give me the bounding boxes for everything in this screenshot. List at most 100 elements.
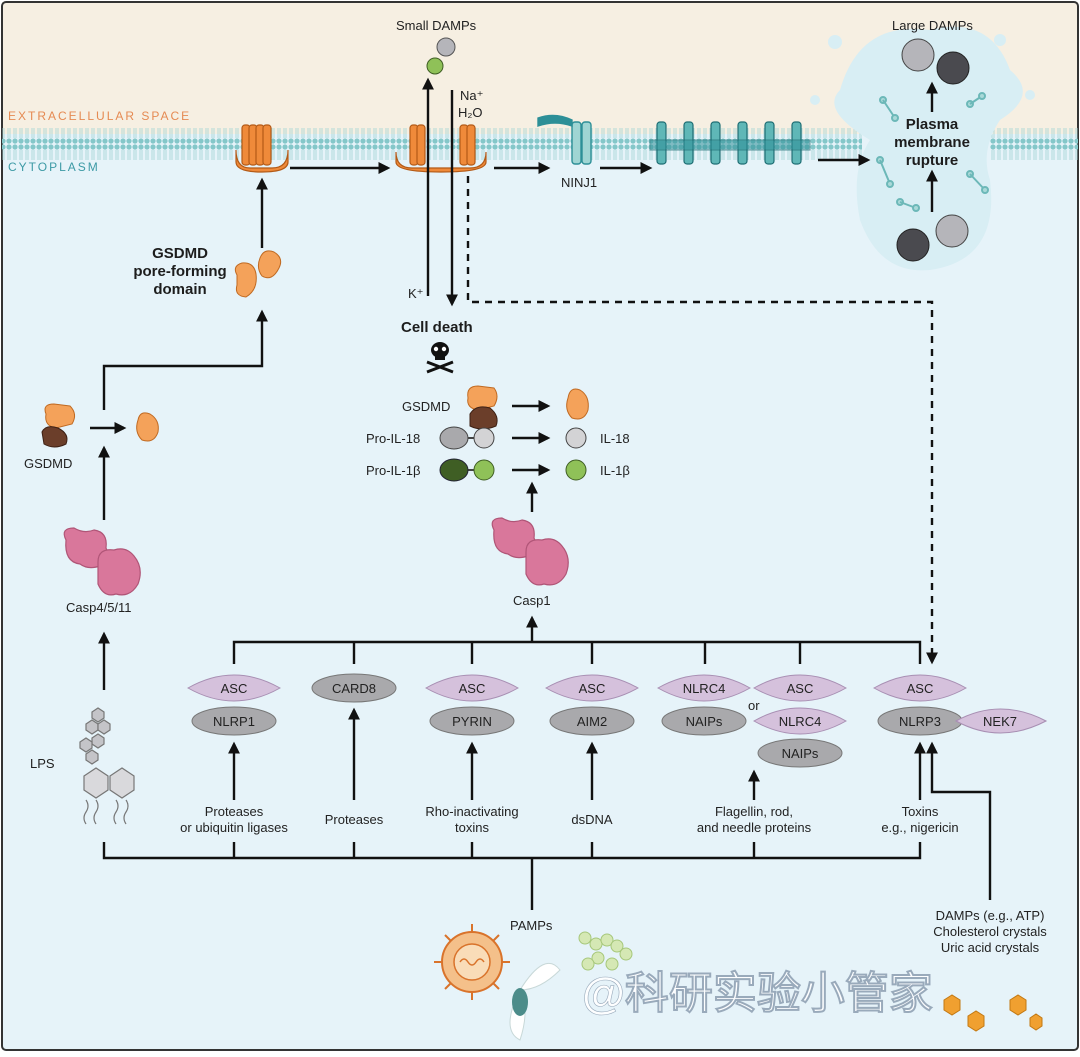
trigger-1-line-2: or ubiquitin ligases [180, 820, 288, 835]
nlrc4a-naips-label: NAIPs [686, 714, 723, 729]
gsdmd-nterm-pair [234, 250, 282, 298]
trigger-6-line-2: e.g., nigericin [881, 820, 958, 835]
rupture-line-2: membrane [894, 134, 970, 151]
small-damp-green [426, 57, 444, 75]
damps-line-1: DAMPs (e.g., ATP) [936, 908, 1045, 923]
pro-il18-mature [473, 427, 495, 449]
cytoplasm-label: CYTOPLASM [8, 160, 100, 174]
nlrc4b-naips [757, 738, 843, 768]
card8-sensor [311, 673, 397, 703]
gsdmd-full-left [41, 403, 76, 448]
trigger-5-line-2: and needle proteins [697, 820, 812, 835]
trigger-3-line-1: Rho-inactivating [425, 804, 518, 819]
rupture-line-3: rupture [906, 152, 959, 169]
gsdmd-full-center [467, 385, 498, 430]
ninj1-oligomer [649, 121, 811, 165]
pyrin-sensor [429, 706, 515, 736]
aim2-asc [544, 674, 640, 702]
gsdmd-left-label: GSDMD [24, 456, 72, 471]
nlrc4b-sensor [752, 707, 848, 735]
ninj1-monomer [537, 114, 592, 165]
virus-icon [434, 924, 510, 1000]
crystals-icon [943, 994, 1043, 1032]
gsdmd-nterm-left [136, 412, 159, 442]
trigger-2-line-1: Proteases [325, 812, 384, 827]
ninj1-fragments [876, 92, 989, 212]
nlrp1-asc [186, 674, 282, 702]
pro-il18-prodomain [439, 426, 469, 450]
gsdmd-domain-line-2: pore-forming [133, 263, 226, 280]
ninj1-label: NINJ1 [561, 175, 597, 190]
extracellular-label: EXTRACELLULAR SPACE [8, 109, 191, 123]
pro-il1b-prodomain [439, 458, 469, 482]
aim2-asc-label: ASC [579, 681, 606, 696]
casp1-protein [491, 517, 569, 586]
nlrp3-asc-label: ASC [907, 681, 934, 696]
small-damps-label: Small DAMPs [396, 18, 477, 33]
rupture-splash [810, 26, 1035, 271]
nlrp3-asc [872, 674, 968, 702]
pyrin-label: PYRIN [452, 714, 492, 729]
casp4-5-11-label: Casp4/5/11 [66, 600, 132, 615]
casp4-5-11-protein [63, 527, 141, 596]
trigger-1-line-1: Proteases [205, 804, 264, 819]
nlrp1-sensor [191, 706, 277, 736]
gsdmd-pore-center [395, 124, 487, 173]
nlrc4b-label: NLRC4 [779, 714, 822, 729]
cell-death-label: Cell death [401, 319, 473, 336]
nlrc4a-sensor [656, 674, 752, 702]
pamps-label: PAMPs [510, 918, 553, 933]
row-pro-il1b-label: Pro-IL-1β [366, 463, 420, 478]
bacteria-chain-icon [578, 931, 633, 971]
nlrc4b-asc-label: ASC [787, 681, 814, 696]
aim2-sensor [549, 706, 635, 736]
large-damps-label: Large DAMPs [892, 18, 973, 33]
watermark: @科研实验小管家 [582, 969, 933, 1018]
large-damp-dark-2 [896, 228, 930, 262]
il1b [565, 459, 587, 481]
cytoplasm [2, 134, 1078, 1050]
na-label: Na⁺ [460, 88, 483, 103]
nlrc4b-asc [752, 674, 848, 702]
rupture-line-1: Plasma [906, 116, 959, 133]
h2o-label: H₂O [458, 105, 483, 120]
casp1-label: Casp1 [513, 593, 551, 608]
pyrin-asc-label: ASC [459, 681, 486, 696]
il18 [565, 427, 587, 449]
large-damp-dark [936, 51, 970, 85]
large-damp-light [901, 38, 935, 72]
card8-label: CARD8 [332, 681, 376, 696]
trigger-4-line-1: dsDNA [571, 812, 613, 827]
or-label: or [748, 698, 760, 713]
pro-il1b-mature [473, 459, 495, 481]
damps-line-2: Cholesterol crystals [933, 924, 1047, 939]
il1b-label: IL-1β [600, 463, 630, 478]
nek7 [954, 708, 1048, 734]
trigger-3-line-2: toxins [455, 820, 489, 835]
large-damp-light-2 [935, 214, 969, 248]
small-damp-gray [436, 37, 456, 57]
k-label: K⁺ [408, 286, 424, 301]
skull-icon [426, 342, 454, 374]
trigger-6-line-1: Toxins [902, 804, 939, 819]
lps-label: LPS [30, 756, 55, 771]
lps-molecule [79, 707, 135, 825]
nlrc4b-naips-label: NAIPs [782, 746, 819, 761]
nlrp3-label: NLRP3 [899, 714, 941, 729]
nek7-label: NEK7 [983, 714, 1017, 729]
gsdmd-domain-line-3: domain [153, 281, 206, 298]
row-gsdmd-label: GSDMD [402, 399, 450, 414]
nlrp1-label: NLRP1 [213, 714, 255, 729]
nlrp1-asc-label: ASC [221, 681, 248, 696]
gsdmd-pore-left [235, 124, 289, 173]
damps-line-3: Uric acid crystals [941, 940, 1040, 955]
il18-label: IL-18 [600, 431, 630, 446]
aim2-label: AIM2 [577, 714, 607, 729]
gsdmd-domain-line-1: GSDMD [152, 245, 208, 262]
pyrin-asc [424, 674, 520, 702]
row-pro-il18-label: Pro-IL-18 [366, 431, 420, 446]
trigger-5-line-1: Flagellin, rod, [715, 804, 793, 819]
nlrc4a-label: NLRC4 [683, 681, 726, 696]
parasite-icon [509, 962, 561, 1041]
